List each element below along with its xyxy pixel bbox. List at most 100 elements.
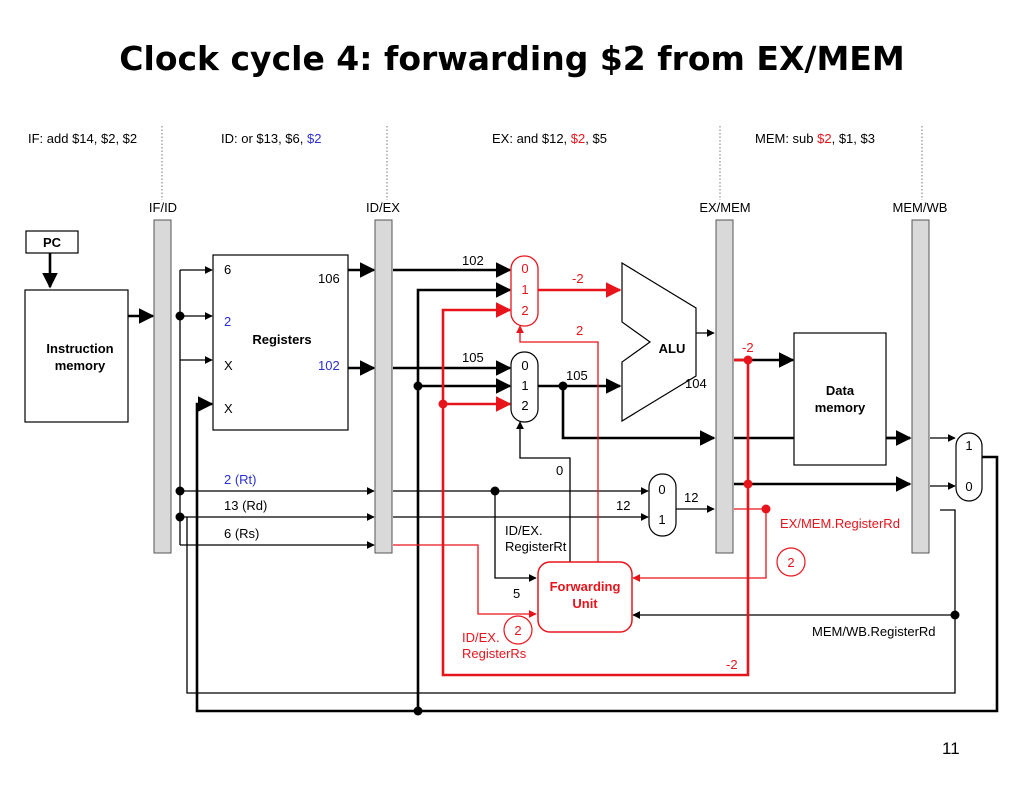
- exmem-rd-value-badge: [776, 547, 806, 577]
- pipe-label-idex: ID/EX: [366, 200, 400, 215]
- forward-b-mux-input-2: 2: [521, 398, 528, 413]
- register-read2-in: 2: [224, 314, 231, 329]
- value-forward-b-select: 0: [556, 463, 563, 478]
- stage-ex-suffix: , $5: [585, 131, 607, 146]
- pipeline-register-exmem: [715, 219, 734, 554]
- pc-label: PC: [43, 235, 62, 250]
- value-to-mux-a: 102: [462, 253, 484, 268]
- signal-idex-rs-line1: ID/EX.: [462, 630, 500, 645]
- junction-dot: [413, 706, 423, 716]
- data-memory: [793, 332, 887, 466]
- register-write-data: X: [224, 401, 233, 416]
- value-forward: -2: [726, 657, 738, 672]
- stage-mem-suffix: , $1, $3: [832, 131, 875, 146]
- value-rs: 6 (Rs): [224, 526, 259, 541]
- stage-id-text: ID: or $13, $6,: [221, 131, 307, 146]
- forward-a-mux-input-1: 1: [521, 282, 528, 297]
- writeback-mux: [955, 432, 983, 502]
- value-regdst-out: 12: [684, 490, 698, 505]
- thin-wires: [179, 266, 956, 694]
- signal-idex-rs-line2: RegisterRs: [462, 646, 527, 661]
- writeback-mux-input-1: 1: [965, 438, 972, 453]
- signal-exmem-rd: EX/MEM.RegisterRd: [780, 516, 900, 531]
- register-file: [212, 254, 349, 431]
- forward-a-mux-input-2: 2: [521, 303, 528, 318]
- stage-ex-register: $2: [571, 131, 585, 146]
- value-alu-a: -2: [572, 271, 584, 286]
- stage-id-label: ID: or $13, $6, $2: [221, 131, 321, 146]
- forwarding-unit: [537, 561, 633, 633]
- stage-id-register: $2: [307, 131, 321, 146]
- signal-idex-rt-line2: RegisterRt: [505, 539, 567, 554]
- stage-mem-label: MEM: sub $2, $1, $3: [755, 131, 875, 146]
- value-alu-result: 104: [685, 376, 707, 391]
- regdst-mux: [648, 473, 677, 537]
- forwarding-wires: [393, 282, 767, 677]
- register-write-reg: X: [224, 358, 233, 373]
- data-memory-line2: memory: [815, 400, 866, 415]
- idex-rs-value-badge: [503, 615, 533, 645]
- junction-dot: [743, 479, 753, 489]
- alu-label: ALU: [659, 341, 686, 356]
- writeback-mux-input-0: 0: [965, 479, 972, 494]
- register-read2-out: 102: [318, 358, 340, 373]
- pc-box: [25, 230, 79, 254]
- page-number: 11: [942, 739, 960, 758]
- alu: [621, 261, 697, 423]
- pipeline-register-memwb: [911, 219, 930, 554]
- exmem-rd-value: 2: [787, 555, 794, 570]
- junction-dot: [558, 381, 568, 391]
- signal-memwb-rd: MEM/WB.RegisterRd: [812, 624, 936, 639]
- junction-dot: [743, 355, 753, 365]
- junction-dot: [175, 512, 185, 522]
- stage-mem-register: $2: [817, 131, 831, 146]
- value-rt-to-fu: 5: [513, 586, 520, 601]
- stage-if-label: IF: add $14, $2, $2: [28, 131, 137, 146]
- forwarding-unit-line2: Unit: [572, 596, 598, 611]
- idex-rs-value: 2: [514, 623, 521, 638]
- signal-idex-rt: ID/EX.RegisterRt: [505, 523, 567, 554]
- junctions: [175, 311, 960, 716]
- regdst-mux-input-0: 0: [658, 482, 665, 497]
- instruction-memory-label: Instruction memory: [46, 341, 113, 373]
- stage-ex-text: EX: and $12,: [492, 131, 571, 146]
- value-rt: 2 (Rt): [224, 472, 257, 487]
- instruction-memory-line1: Instruction: [46, 341, 113, 356]
- value-exmem-alu: -2: [742, 340, 754, 355]
- register-file-label: Registers: [252, 332, 311, 347]
- forward-b-mux-input-1: 1: [521, 378, 528, 393]
- pipeline-register-idex: [374, 219, 393, 554]
- value-alu-b: 105: [566, 368, 588, 383]
- regdst-mux-input-1: 1: [658, 512, 665, 527]
- value-to-mux-b: 105: [462, 350, 484, 365]
- instruction-memory: [24, 289, 129, 423]
- forward-b-mux-input-0: 0: [521, 358, 528, 373]
- junction-dot: [175, 311, 185, 321]
- junction-dot: [413, 381, 423, 391]
- junction-dot: [761, 504, 771, 514]
- stage-mem-text: MEM: sub: [755, 131, 817, 146]
- forward-a-mux: [510, 255, 539, 327]
- forward-a-mux-input-0: 0: [521, 261, 528, 276]
- pipe-label-ifid: IF/ID: [149, 200, 177, 215]
- junction-dot: [490, 486, 500, 496]
- forwarding-unit-line1: Forwarding: [550, 579, 621, 594]
- pipeline-register-ifid: [153, 219, 172, 554]
- pipe-label-exmem: EX/MEM: [699, 200, 750, 215]
- stage-ex-label: EX: and $12, $2, $5: [492, 131, 607, 146]
- pipe-label-memwb: MEM/WB: [893, 200, 948, 215]
- register-read1-out: 106: [318, 271, 340, 286]
- register-read1-in: 6: [224, 262, 231, 277]
- slide-title: Clock cycle 4: forwarding $2 from EX/MEM: [119, 39, 904, 78]
- junction-dot: [438, 399, 448, 409]
- junction-dot: [175, 486, 185, 496]
- value-rd: 13 (Rd): [224, 498, 267, 513]
- instruction-memory-line2: memory: [55, 358, 106, 373]
- signal-idex-rs: ID/EX.RegisterRs: [462, 630, 527, 661]
- value-forward-a-select: 2: [576, 323, 583, 338]
- forward-b-mux: [510, 351, 539, 423]
- value-regdst-in: 12: [616, 498, 630, 513]
